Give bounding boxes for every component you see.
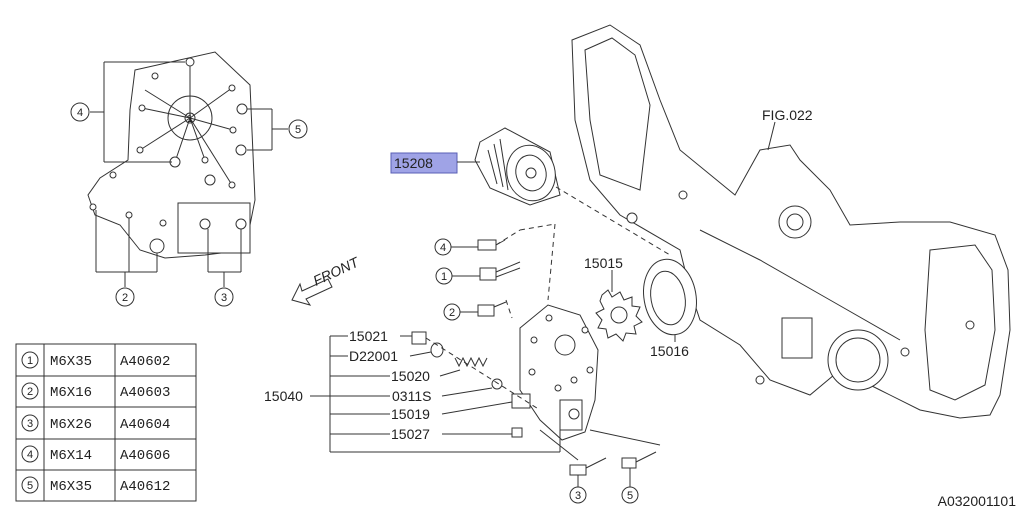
svg-text:2: 2 [27,386,33,398]
table-row: 2 M6X16 A40603 [21,382,170,401]
table-row: 4 M6X14 A40606 [21,445,170,464]
svg-text:3: 3 [27,418,33,430]
bolt-table: 1 M6X35 A40602 2 M6X16 A40603 3 M6X26 A4… [15,343,197,502]
bolt-size: M6X35 [50,354,92,370]
gasket-part-number[interactable]: D22001 [349,348,398,364]
table-row: 1 M6X35 A40602 [21,351,170,370]
pump-plug [511,427,523,438]
bolt-part-number: A40606 [120,448,170,464]
bolt-2 [477,301,507,317]
inset-marker-1: 1 [187,113,193,125]
inset-marker-3: 3 [221,292,227,304]
pump-plug-part-number[interactable]: 15027 [391,426,430,442]
relief-valve [511,393,531,409]
bolt-marker-4: 4 [440,242,446,254]
diagram-id: A032001101 [938,493,1017,509]
oil-filter [474,127,561,206]
oil-pump-housing [519,304,599,441]
gear-outer-part-number[interactable]: 15016 [650,343,689,359]
inset-marker-4: 4 [77,107,83,119]
bolt-marker-5: 5 [627,490,633,502]
inset-marker-2: 2 [122,292,128,304]
relief-ball-part-number[interactable]: 0311S [392,388,431,404]
bolt-part-number: A40612 [120,479,170,495]
inset-marker-5: 5 [295,124,301,136]
relief-valve-part-number[interactable]: 15019 [391,406,430,422]
bolt-part-number: A40602 [120,354,170,370]
relief-ball [491,378,503,390]
assembly-part-number[interactable]: 15040 [264,388,303,404]
bolt-3 [569,457,607,476]
table-row: 5 M6X35 A40612 [21,476,170,495]
bolt-marker-2: 2 [449,307,455,319]
timing-cover [571,24,1011,419]
fig-reference: FIG.022 [762,107,813,123]
front-arrow: FRONT [291,253,363,306]
bolt-part-number: A40603 [120,385,170,401]
gasket [430,342,444,358]
bolt-marker-3: 3 [575,490,581,502]
relief-spring [454,356,488,368]
bolt-size: M6X26 [50,417,92,433]
bolt-size: M6X35 [50,479,92,495]
oil-filter-highlight [390,152,458,174]
table-row: 3 M6X26 A40604 [21,414,170,433]
relief-plug-part-number[interactable]: 15021 [349,328,388,344]
pump-gear-outer [643,258,697,336]
bolt-marker-1: 1 [441,271,447,283]
inset-cover-view: 4 5 2 3 1 [70,51,308,307]
relief-plug [411,331,427,345]
pump-gear-inner [595,289,643,342]
bolt-5 [621,451,657,469]
front-label: FRONT [311,253,363,288]
svg-text:1: 1 [27,355,33,367]
relief-spring-part-number[interactable]: 15020 [391,368,430,384]
gear-inner-part-number[interactable]: 15015 [584,255,623,271]
bolt-part-number: A40604 [120,417,170,433]
svg-text:4: 4 [27,449,33,461]
bolt-1 [479,261,521,281]
bolt-size: M6X14 [50,448,92,464]
bolt-4 [477,239,506,251]
bolt-size: M6X16 [50,385,92,401]
assembly-bracket [310,335,561,453]
oil-filter-part-number[interactable]: 15208 [394,155,433,171]
svg-text:5: 5 [27,480,33,492]
